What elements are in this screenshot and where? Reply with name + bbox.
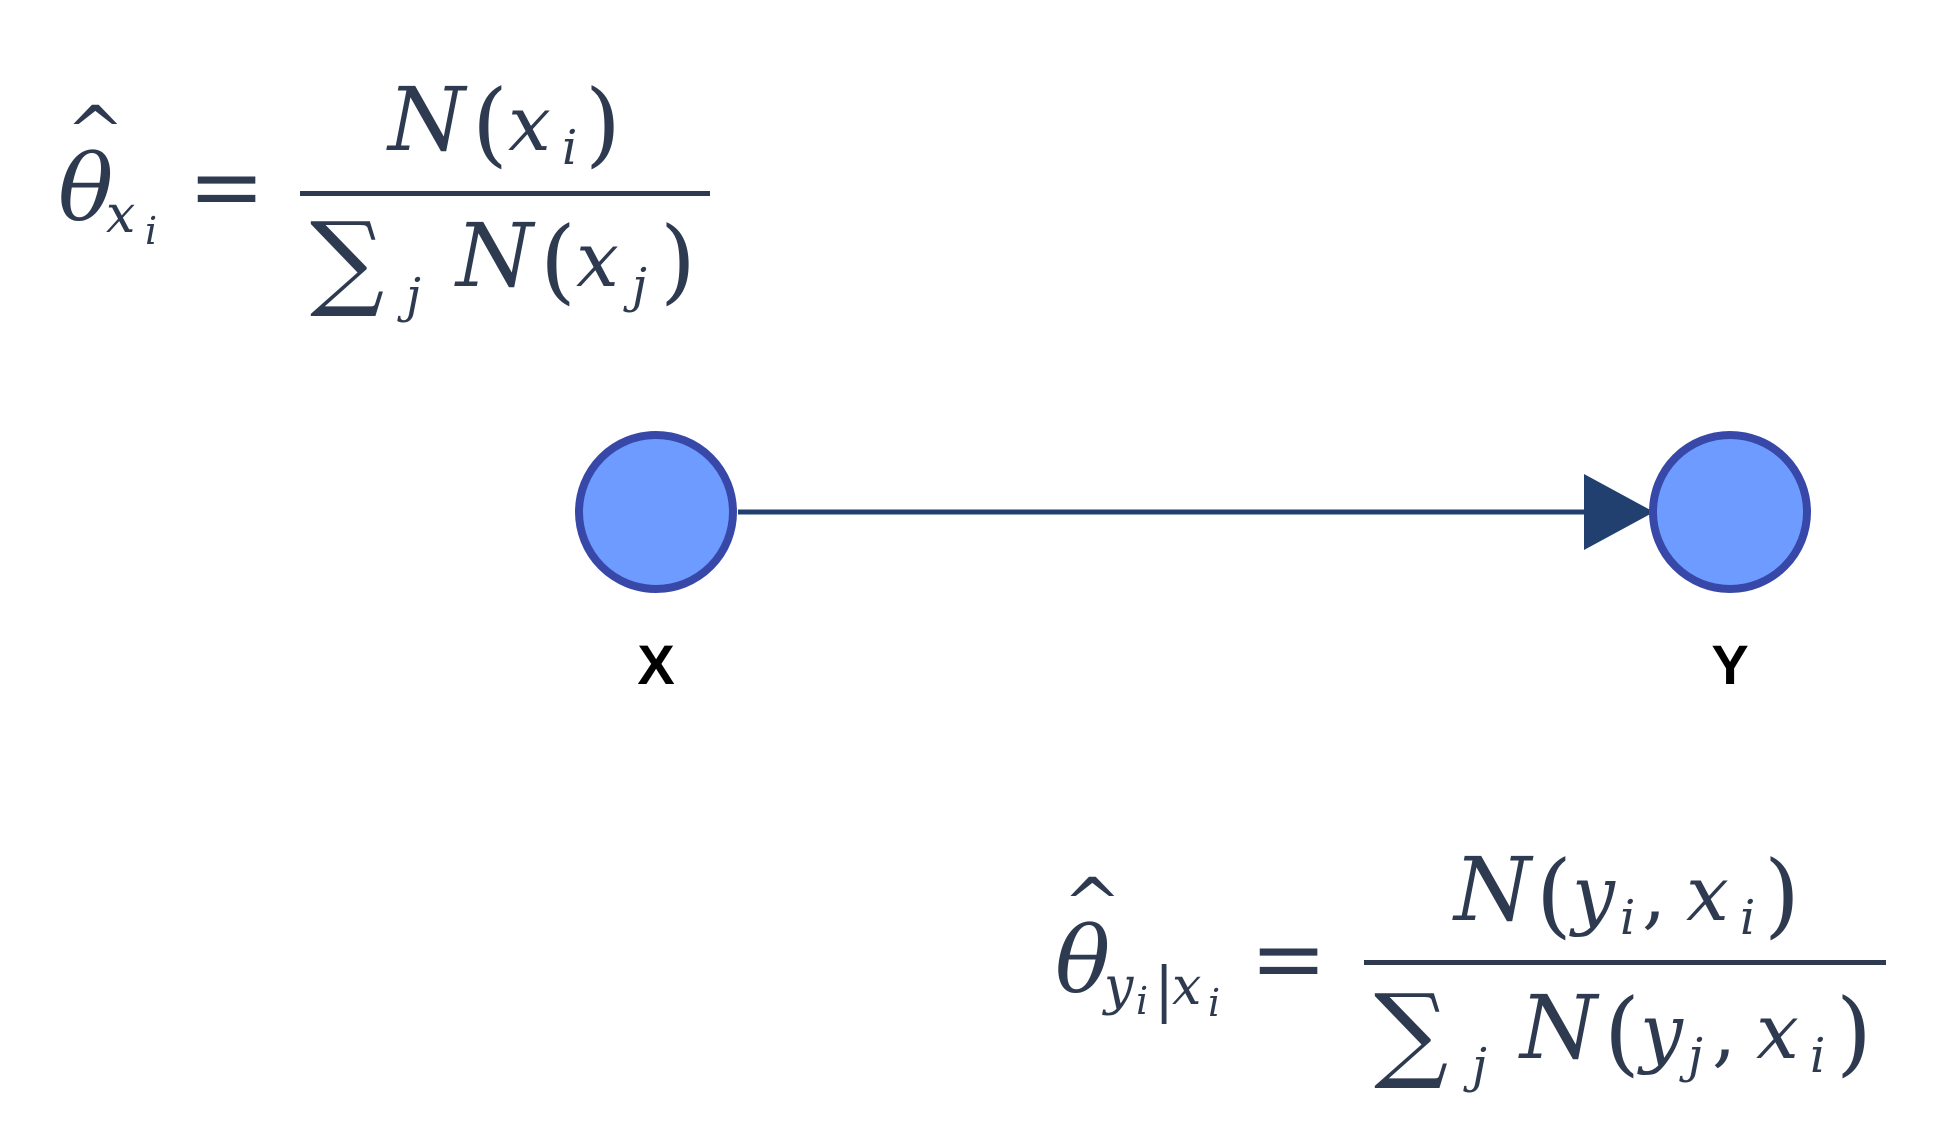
eq1-num-open: ( — [472, 70, 508, 177]
eq1-theta: θ — [58, 135, 113, 242]
node-y-label: Y — [1711, 633, 1748, 696]
eq1-sum-j: j — [397, 268, 421, 324]
eq1-den-N: N — [454, 204, 536, 307]
eq2-den-open: ( — [1604, 979, 1640, 1086]
eq2-num-close: ) — [1764, 841, 1800, 948]
eq1-den-x: x — [576, 215, 619, 304]
eq1-den-close: ) — [660, 207, 696, 314]
eq1-sub-i: i — [145, 209, 157, 253]
eq2-den-close: ) — [1836, 979, 1872, 1086]
eq2-num-i1: i — [1620, 890, 1635, 946]
eq2-num-open: ( — [1536, 841, 1572, 948]
eq2-num-N: N — [1452, 838, 1534, 941]
eq1-den-j: j — [623, 258, 647, 314]
eq1-fraction-bar — [300, 191, 710, 196]
edge-x-to-y — [738, 474, 1654, 550]
eq2-sum-j: j — [1463, 1038, 1487, 1094]
eq2-den-comma: , — [1712, 987, 1736, 1076]
eq1-num-i: i — [562, 120, 577, 176]
eq2-cond-bar: | — [1154, 955, 1174, 1025]
eq2-num-y: y — [1569, 849, 1616, 938]
eq2-sub-y: y — [1102, 957, 1134, 1017]
eq2-num-comma: , — [1642, 849, 1666, 938]
eq1-den-open: ( — [540, 207, 576, 314]
node-y[interactable]: Y — [1649, 431, 1811, 696]
eq2-den-i: i — [1810, 1028, 1825, 1084]
arrowhead-icon — [1584, 474, 1654, 550]
eq1-num-close: ) — [585, 70, 621, 177]
eq1-num-x: x — [508, 79, 551, 168]
eq2-num-x: x — [1686, 849, 1729, 938]
eq2-fraction-bar — [1364, 960, 1886, 965]
eq2-den-x: x — [1756, 987, 1799, 1076]
node-x[interactable]: X — [575, 431, 737, 696]
eq2-num-i2: i — [1740, 890, 1755, 946]
eq2-den-N: N — [1518, 976, 1600, 1079]
equation-theta-x: θ ^ x i = N ( x i ) ∑ j N ( x j ) — [58, 68, 710, 324]
eq1-sub-x: x — [106, 185, 135, 245]
node-y-circle[interactable] — [1649, 431, 1811, 593]
eq1-sum: ∑ — [310, 199, 384, 321]
eq2-sub-i-b: i — [1208, 981, 1220, 1025]
node-x-circle[interactable] — [575, 431, 737, 593]
eq2-den-y: y — [1637, 987, 1684, 1076]
node-x-label: X — [637, 633, 674, 696]
eq1-num-N: N — [386, 68, 468, 171]
eq2-sub-x: x — [1172, 957, 1201, 1017]
eq1-equals: = — [188, 133, 265, 240]
eq1-hat: ^ — [66, 91, 125, 173]
eq2-sum: ∑ — [1374, 971, 1448, 1093]
eq2-hat: ^ — [1063, 863, 1122, 945]
equation-theta-y-given-x: θ ^ y i | x i = N ( y i , x i ) ∑ j N ( … — [1055, 838, 1886, 1094]
eq2-theta: θ — [1055, 907, 1110, 1014]
eq2-sub-i-a: i — [1136, 979, 1148, 1023]
eq2-equals: = — [1250, 905, 1327, 1012]
